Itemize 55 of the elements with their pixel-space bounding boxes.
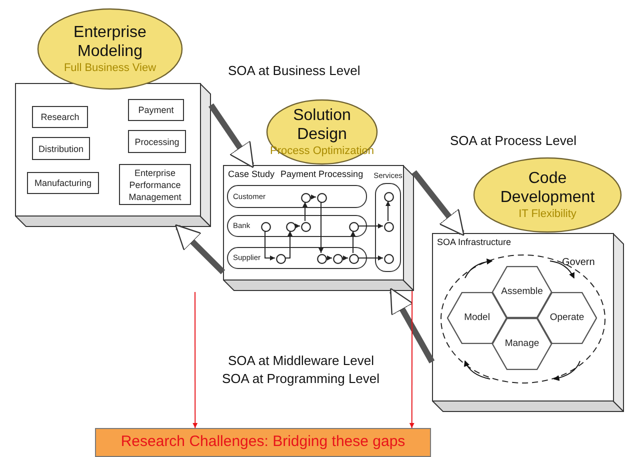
arrow bbox=[409, 290, 414, 428]
hexagon bbox=[492, 318, 552, 370]
panel-heading: Payment Processing bbox=[280, 168, 364, 180]
phase-subtitle: Full Business View bbox=[64, 61, 156, 75]
panel-heading: Case Study bbox=[228, 168, 275, 180]
arrow bbox=[284, 230, 292, 258]
phase-ellipse bbox=[473, 157, 622, 233]
hexagon-label: Manage bbox=[504, 336, 540, 351]
hexagon-label: Model bbox=[464, 310, 490, 325]
box-label: Enterprise Performance Management bbox=[128, 166, 182, 202]
phase-title: Code Development bbox=[499, 169, 596, 207]
annotation-text: SOA at Middleware Level bbox=[228, 352, 374, 370]
box-label: Research bbox=[40, 111, 80, 123]
arrow bbox=[264, 230, 276, 260]
annotation-text: SOA at Process Level bbox=[450, 132, 576, 150]
hexagon bbox=[492, 266, 552, 318]
function-box bbox=[119, 164, 191, 205]
arrow bbox=[358, 256, 384, 260]
arrow bbox=[326, 256, 332, 260]
function-box bbox=[128, 130, 186, 153]
banner-text: Research Challenges: Bridging these gaps bbox=[120, 432, 406, 452]
annotation-text: Govern bbox=[562, 256, 595, 270]
arrow bbox=[350, 230, 356, 254]
annotation-text: SOA at Business Level bbox=[228, 62, 360, 80]
arrow bbox=[342, 256, 348, 260]
swimlane bbox=[227, 215, 367, 237]
box-label: Distribution bbox=[38, 142, 84, 154]
banner bbox=[95, 428, 431, 457]
swimlane bbox=[227, 185, 367, 208]
phase-subtitle: IT Flexibility bbox=[518, 207, 576, 221]
swimlane bbox=[227, 247, 367, 269]
arrow bbox=[294, 224, 300, 228]
hexagon-label: Operate bbox=[550, 310, 584, 325]
arrow bbox=[310, 194, 316, 200]
box-label: Payment bbox=[138, 104, 174, 116]
panel-heading: SOA Infrastructure bbox=[437, 236, 512, 248]
function-box bbox=[128, 99, 184, 121]
function-box bbox=[32, 137, 90, 160]
arrow bbox=[358, 224, 384, 228]
function-box bbox=[27, 172, 99, 194]
phase-ellipse bbox=[37, 8, 183, 90]
box-label: Processing bbox=[134, 136, 180, 148]
block-arrow bbox=[412, 170, 464, 236]
phase-title: Solution Design bbox=[292, 106, 352, 144]
block-arrow bbox=[208, 103, 254, 168]
arrow bbox=[318, 202, 324, 254]
phase-title: Enterprise Modeling bbox=[72, 23, 148, 61]
arrow bbox=[302, 202, 308, 222]
box-label: Manufacturing bbox=[34, 177, 92, 189]
function-box bbox=[32, 106, 88, 128]
arrow bbox=[192, 292, 198, 428]
hexagon-label: Assemble bbox=[501, 284, 543, 299]
block-arrow bbox=[389, 288, 435, 364]
arrow bbox=[386, 200, 390, 222]
annotation-text: SOA at Programming Level bbox=[222, 370, 380, 388]
